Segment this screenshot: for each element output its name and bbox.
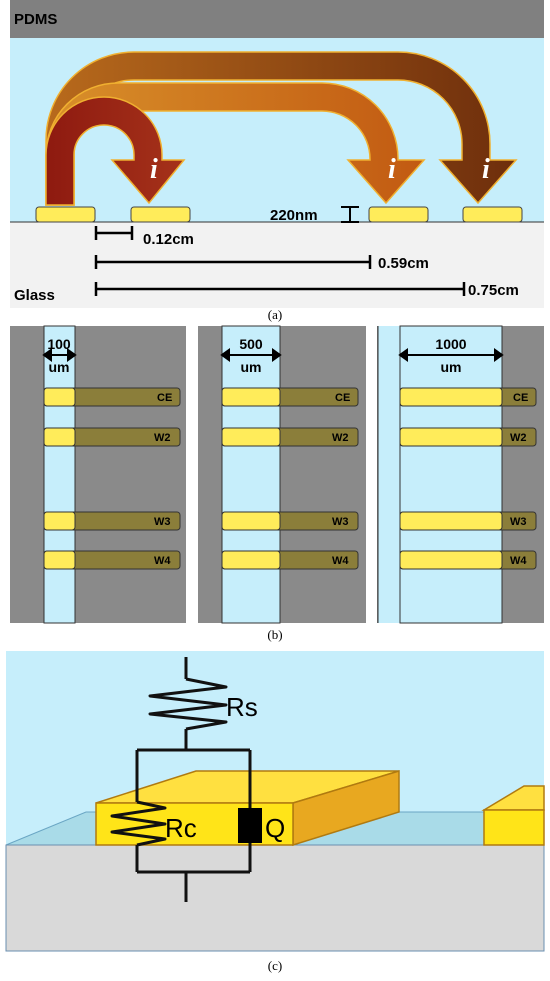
equivalent-circuit	[110, 657, 252, 902]
width-unit-500: um	[241, 359, 262, 375]
width-unit-100: um	[49, 359, 70, 375]
channel-1000	[399, 325, 503, 624]
resistor-rc	[110, 800, 167, 847]
current-symbol-w3: i	[388, 154, 396, 185]
current-arrow-w2	[45, 96, 186, 206]
cpe-q-element	[238, 808, 262, 843]
label-w4-2: W4	[332, 555, 349, 567]
current-symbol-w2: i	[150, 154, 158, 185]
glass-slab	[5, 844, 545, 952]
label-w4-1: W4	[154, 555, 171, 567]
channel-panel-500	[198, 325, 366, 624]
label-w3-2: W3	[332, 516, 349, 528]
caption-c: (c)	[268, 958, 282, 973]
pdms-layer	[10, 0, 544, 38]
rc-label: Rc	[165, 813, 197, 843]
panel-b: CE W2 W3 W4 CE W2 W3 W4 CE W2 W3 W4 100 …	[10, 325, 544, 624]
label-ce-2: CE	[335, 392, 350, 404]
width-unit-1000: um	[441, 359, 462, 375]
label-w2-2: W2	[332, 432, 349, 444]
label-w2-3: W2	[510, 432, 527, 444]
glass-substrate	[10, 222, 544, 308]
channel-500	[221, 325, 281, 624]
label-w2-1: W2	[154, 432, 171, 444]
label-w4-3: W4	[510, 555, 527, 567]
resistor-rs	[148, 677, 228, 731]
width-value-100: 100	[47, 336, 71, 352]
label-w3-1: W3	[154, 516, 171, 528]
glass-label: Glass	[14, 287, 55, 304]
label-w3-3: W3	[510, 516, 527, 528]
width-value-500: 500	[239, 336, 263, 352]
current-symbol-w4: i	[482, 154, 490, 185]
electrode-w4	[462, 206, 523, 223]
caption-b: (b)	[267, 627, 282, 642]
distance-bars	[94, 226, 466, 296]
distance-label-w4: 0.75cm	[468, 282, 519, 299]
distance-label-w2: 0.12cm	[143, 231, 194, 248]
panel-c: Rs Rc Q	[5, 651, 545, 952]
label-ce-3: CE	[513, 392, 528, 404]
channel-panel-100	[10, 325, 186, 624]
distance-label-w3: 0.59cm	[378, 255, 429, 272]
width-value-1000: 1000	[435, 336, 466, 352]
label-ce-1: CE	[157, 392, 172, 404]
caption-a: (a)	[268, 307, 282, 322]
electrode-ce	[35, 206, 96, 223]
panel-a: PDMS Glass i i i 220nm	[10, 0, 544, 308]
channel-100	[43, 325, 76, 624]
electrode-w2	[130, 206, 191, 223]
neighbor-electrode-front	[483, 809, 545, 846]
electrode-w3	[368, 206, 429, 223]
q-label: Q	[265, 813, 285, 843]
pdms-label: PDMS	[14, 11, 57, 28]
thickness-marker	[341, 206, 359, 223]
width-arrows	[42, 348, 504, 362]
rs-label: Rs	[226, 692, 258, 722]
channel-panel-1000	[377, 325, 544, 624]
thickness-label: 220nm	[270, 207, 318, 224]
